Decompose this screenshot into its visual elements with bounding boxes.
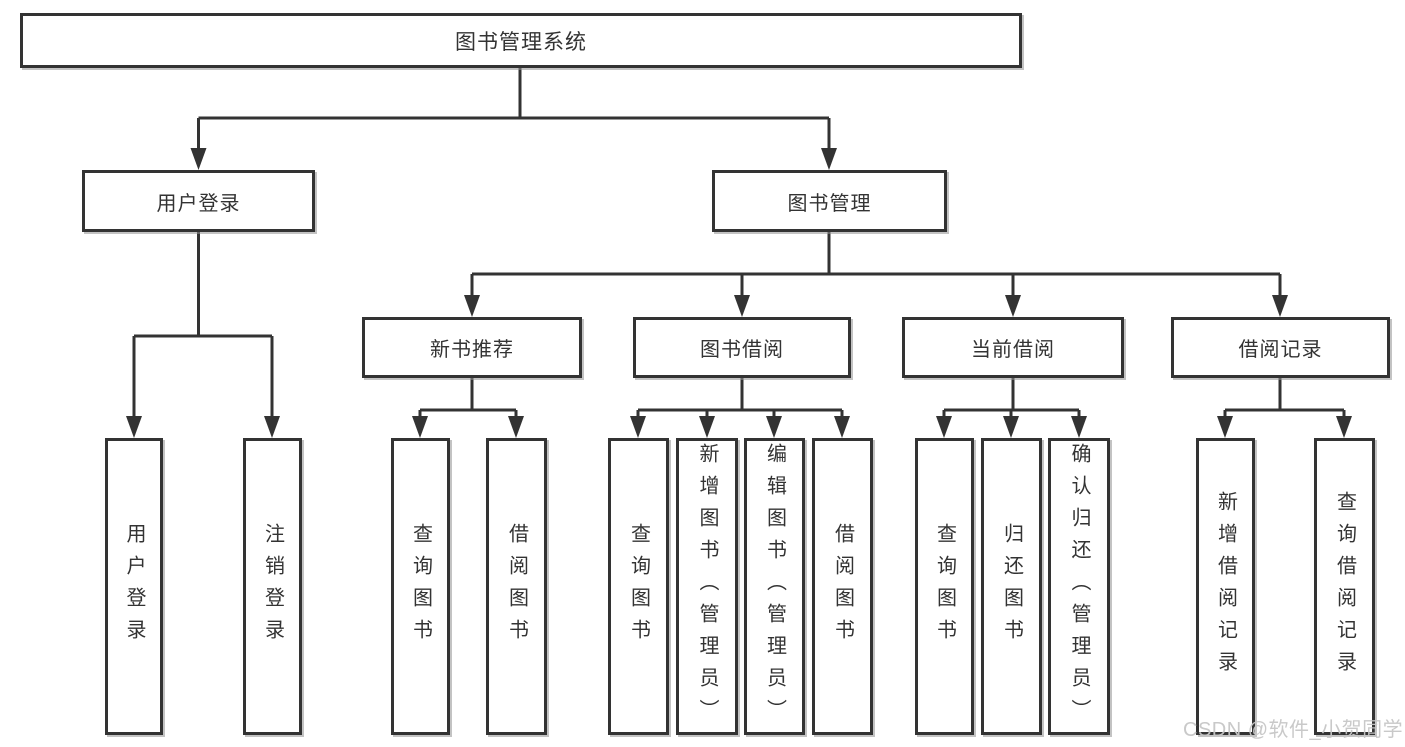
leaf-label: 查询借阅记录	[1333, 490, 1356, 683]
connector-borrow-record-to-leaves	[1217, 378, 1352, 438]
node-user-login: 用户登录	[82, 170, 315, 232]
node-leaf-edit-books-admin: 编辑图书（管理员）	[744, 438, 805, 735]
node-leaf-confirm-return-admin: 确认归还（管理员）	[1048, 438, 1110, 735]
node-leaf-return-books: 归还图书	[981, 438, 1042, 735]
csdn-watermark: CSDN @软件_小贺同学	[1183, 719, 1404, 741]
node-leaf-borrow-books-1: 借阅图书	[486, 438, 547, 735]
node-book-management: 图书管理	[712, 170, 947, 232]
connector-book-management-to-level3	[464, 232, 1288, 317]
node-leaf-query-books-1: 查询图书	[391, 438, 450, 735]
connector-new-book-to-leaves	[412, 378, 524, 438]
leaf-label: 注销登录	[261, 522, 284, 651]
leaf-label: 用户登录	[123, 522, 145, 651]
leaf-label: 编辑图书（管理员）	[763, 442, 786, 731]
node-library-management-system: 图书管理系统	[20, 13, 1022, 68]
connector-book-borrow-to-leaves	[630, 378, 850, 438]
connector-root-to-level2	[190, 68, 837, 170]
leaf-label: 新增借阅记录	[1214, 490, 1237, 683]
node-leaf-user-login: 用户登录	[105, 438, 163, 735]
node-leaf-borrow-books-2: 借阅图书	[812, 438, 873, 735]
node-leaf-logout: 注销登录	[243, 438, 302, 735]
node-leaf-query-books-3: 查询图书	[915, 438, 974, 735]
leaf-label: 借阅图书	[831, 522, 854, 651]
node-leaf-query-books-2: 查询图书	[608, 438, 669, 735]
leaf-label: 归还图书	[1000, 522, 1023, 651]
node-borrow-record: 借阅记录	[1171, 317, 1390, 378]
leaf-label: 确认归还（管理员）	[1068, 442, 1090, 731]
leaf-label: 查询图书	[409, 522, 432, 651]
connector-user-login-to-leaves	[126, 232, 280, 438]
leaf-label: 借阅图书	[505, 522, 528, 651]
leaf-label: 新增图书（管理员）	[696, 442, 718, 731]
node-current-borrow: 当前借阅	[902, 317, 1124, 378]
node-leaf-add-borrow-record: 新增借阅记录	[1196, 438, 1255, 735]
connector-current-borrow-to-leaves	[936, 378, 1087, 438]
node-book-borrow: 图书借阅	[633, 317, 851, 378]
node-leaf-add-books-admin: 新增图书（管理员）	[676, 438, 738, 735]
leaf-label: 查询图书	[933, 522, 956, 651]
node-new-book-recommend: 新书推荐	[362, 317, 582, 378]
leaf-label: 查询图书	[627, 522, 650, 651]
node-leaf-query-borrow-record: 查询借阅记录	[1314, 438, 1375, 735]
